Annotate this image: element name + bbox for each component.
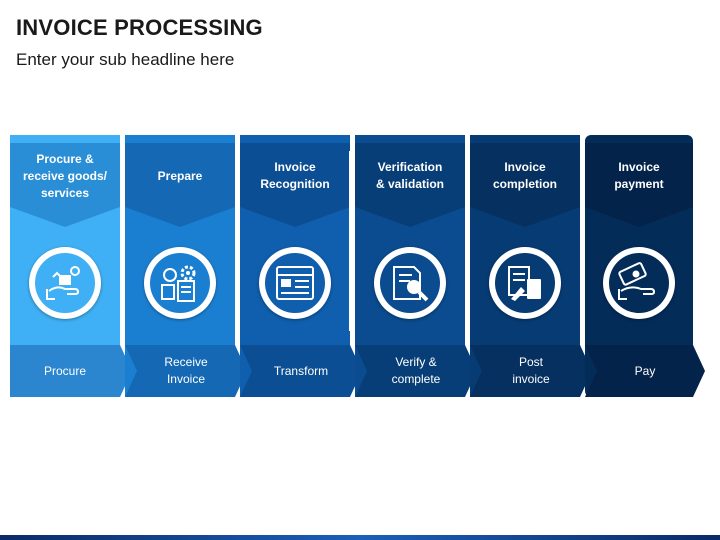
step-label: Verify & complete: [391, 355, 441, 386]
step-heading: Invoice completion: [492, 160, 557, 191]
icon-badge: [144, 247, 216, 319]
step-heading-banner: [125, 143, 235, 227]
step-arrow: [240, 345, 362, 397]
step-1: Procure & receive goods/ services: [10, 135, 120, 397]
hand-money-icon: [618, 262, 656, 300]
step-6: Invoice payment: [585, 135, 693, 397]
step-heading-banner: [240, 143, 350, 227]
icon-badge: [259, 247, 331, 319]
step-4: Verification & validation: [355, 135, 465, 397]
step-label: Procure: [43, 363, 87, 378]
step-arrow: [355, 345, 477, 397]
process-shapes: [10, 135, 705, 397]
page-title: INVOICE PROCESSING: [16, 15, 263, 40]
page-subtitle: Enter your sub headline here: [16, 50, 235, 69]
footer-bar: [0, 535, 720, 540]
step-heading: Invoice payment: [614, 160, 664, 191]
document-calculator-icon: [508, 266, 541, 301]
step-5: Invoice completion: [470, 135, 580, 397]
document-search-icon: [393, 266, 429, 302]
icon-badge: [489, 247, 561, 319]
step-label: Receive Invoice: [164, 355, 208, 386]
step-arrow: [470, 345, 592, 397]
step-arrow: [10, 345, 132, 397]
step-label: Transform: [273, 363, 329, 378]
step-heading: Invoice Recognition: [260, 160, 330, 191]
step-heading-banner: [470, 143, 580, 227]
step-label: Post invoice: [512, 355, 550, 386]
invoice-form-icon: [276, 266, 314, 300]
icon-badge: [603, 247, 675, 319]
step-heading: Verification & validation: [375, 160, 444, 191]
step-heading-banner: [585, 143, 693, 227]
step-arrow: [125, 345, 247, 397]
step-arrow: [585, 345, 705, 397]
icon-badge: [374, 247, 446, 319]
hand-box-icon: [46, 266, 80, 300]
icon-badge: [29, 247, 101, 319]
divider: [349, 151, 353, 331]
step-3: Invoice Recognition: [240, 135, 350, 397]
step-heading: Procure & receive goods/ services: [22, 151, 108, 200]
step-heading-banner: [10, 143, 120, 227]
gear-documents-icon: [161, 265, 196, 302]
step-heading: Prepare: [157, 168, 203, 183]
step-2: Prepare: [125, 135, 235, 397]
step-label: Pay: [634, 363, 656, 378]
step-heading-banner: [355, 143, 465, 227]
